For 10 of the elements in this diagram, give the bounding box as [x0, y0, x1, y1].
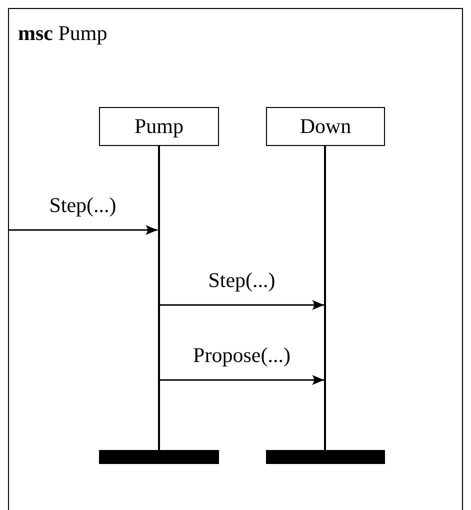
instance-box [99, 107, 219, 146]
frame-label: msc Pump [18, 21, 108, 46]
instance-box [266, 107, 385, 146]
lifeline [324, 146, 326, 451]
instance-end-bar [266, 450, 385, 464]
instance-end-bar [99, 450, 219, 464]
instance-name: Down [300, 114, 352, 139]
message-label: Propose(...) [191, 345, 292, 366]
lifeline [158, 146, 160, 451]
instance-name: Pump [134, 114, 184, 139]
